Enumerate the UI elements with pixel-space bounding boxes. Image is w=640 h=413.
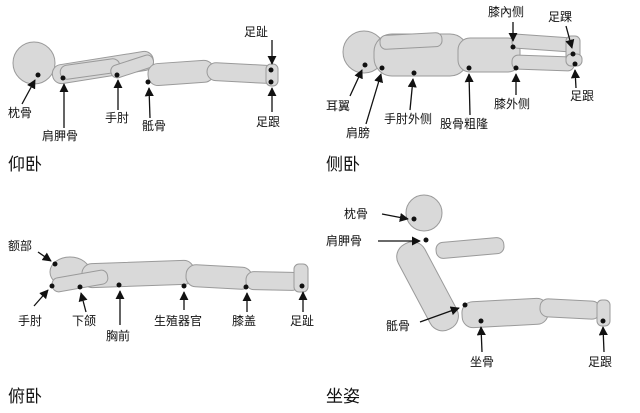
- arrow: [37, 251, 52, 262]
- label-ischium: 坐骨: [470, 355, 494, 369]
- prone-genital-dot: [181, 283, 187, 289]
- prone-figure: [49, 256, 309, 293]
- sitting-ischium-dot: [478, 318, 484, 324]
- supine-occiput-dot: [35, 72, 41, 78]
- panel-sitting: 枕骨 肩胛骨 骶骨 坐骨 足跟 坐姿: [326, 194, 612, 407]
- arrow: [365, 73, 384, 125]
- prone-chest-dot: [116, 282, 122, 288]
- title-sitting: 坐姿: [326, 387, 360, 407]
- arrow: [381, 212, 409, 222]
- prone-knee-dot: [243, 284, 249, 290]
- arrow: [476, 326, 486, 353]
- prone-elbow-dot: [49, 283, 55, 289]
- supine-elbow-dot: [114, 72, 120, 78]
- prone-toe-dot: [299, 283, 305, 289]
- label-toe: 足趾: [244, 25, 268, 39]
- label-heel-lateral: 足跟: [570, 89, 594, 103]
- supine-figure: [12, 41, 279, 87]
- label-sacrum-sitting: 骶骨: [386, 319, 410, 333]
- label-scapula: 肩胛骨: [42, 128, 78, 143]
- label-chest: 胸前: [106, 328, 130, 343]
- label-knee-outer: 膝外侧: [494, 97, 530, 111]
- supine-toe-dot: [268, 67, 274, 73]
- sitting-occiput-dot: [411, 216, 417, 222]
- arrow: [464, 73, 474, 116]
- label-shoulder: 肩膀: [346, 125, 370, 140]
- panel-prone: 额部 手肘 下颌 胸前 生殖器官 膝盖 足趾 俯卧: [8, 238, 314, 407]
- arrow: [407, 78, 417, 111]
- supine-scapula-dot: [60, 75, 66, 81]
- label-toe-prone: 足趾: [290, 314, 314, 328]
- lateral-knee-inner-dot: [510, 44, 516, 50]
- sitting-sacrum-dot: [462, 302, 468, 308]
- label-ear: 耳翼: [326, 99, 350, 113]
- label-forehead: 额部: [8, 238, 32, 253]
- label-knee-inner: 膝內侧: [488, 5, 524, 19]
- title-supine: 仰卧: [8, 155, 42, 175]
- label-heel-sitting: 足跟: [588, 355, 612, 369]
- lateral-ankle-dot: [570, 51, 576, 57]
- arrow: [21, 79, 36, 105]
- arrow: [570, 69, 580, 89]
- sitting-scapula-dot: [423, 237, 429, 243]
- arrow: [598, 326, 608, 353]
- label-sacrum: 骶骨: [142, 119, 166, 133]
- label-occiput-sitting: 枕骨: [344, 206, 368, 221]
- title-lateral: 侧卧: [326, 155, 360, 175]
- label-knee: 膝盖: [232, 314, 256, 328]
- panel-supine: 枕骨 肩胛骨 手肘 骶骨 足跟 足趾 仰卧: [8, 25, 280, 175]
- label-genital: 生殖器官: [154, 313, 202, 328]
- label-heel: 足跟: [256, 115, 280, 129]
- lateral-heel-dot: [572, 61, 578, 67]
- lateral-trochanter-dot: [466, 65, 472, 71]
- label-trochanter: 股骨粗隆: [440, 116, 488, 131]
- title-prone: 俯卧: [8, 387, 42, 407]
- label-elbow: 手肘: [105, 110, 129, 125]
- lateral-shoulder-dot: [379, 65, 385, 71]
- supine-sacrum-dot: [145, 79, 151, 85]
- lateral-knee-outer-dot: [513, 65, 519, 71]
- label-elbow-prone: 手肘: [18, 313, 42, 328]
- lateral-ear-dot: [362, 62, 368, 68]
- arrow: [144, 87, 154, 119]
- label-ankle-top: 足踝: [548, 10, 572, 24]
- prone-chin-dot: [77, 284, 83, 290]
- arrow: [419, 306, 460, 323]
- prone-forehead-dot: [52, 261, 58, 267]
- label-chin: 下颌: [72, 313, 96, 328]
- label-occiput: 枕骨: [8, 105, 32, 120]
- label-scapula-sitting: 肩胛骨: [326, 233, 362, 248]
- arrow: [349, 69, 363, 97]
- sitting-figure: [396, 194, 611, 332]
- sitting-heel-dot: [600, 318, 606, 324]
- arrow: [33, 289, 49, 307]
- panel-lateral: 耳翼 肩膀 手肘外侧 股骨粗隆 膝外侧 足踝 膝內侧 足跟 侧卧: [326, 5, 594, 175]
- supine-heel-dot: [268, 79, 274, 85]
- arrow: [78, 292, 88, 313]
- lateral-elbow-dot: [411, 70, 417, 76]
- lateral-figure: [342, 30, 583, 77]
- arrow: [565, 25, 575, 49]
- label-elbow-outer: 手肘外侧: [384, 111, 432, 126]
